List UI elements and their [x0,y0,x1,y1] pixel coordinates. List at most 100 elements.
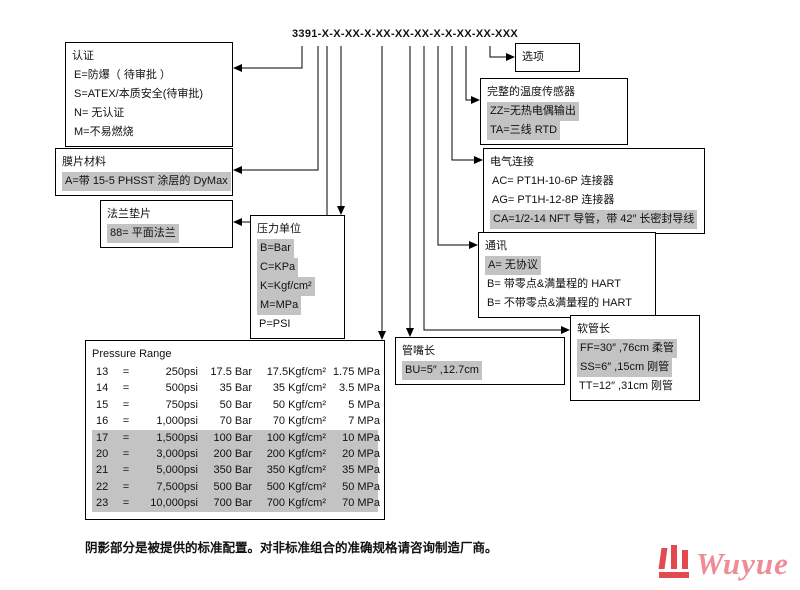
box-certification-title: 认证 [72,50,94,62]
connector-comm [437,46,470,246]
arrow-right-icon [506,53,515,61]
table-cell: = [122,497,130,510]
option-item: AC= PT1H-10-6P 连接器 [492,175,614,187]
table-cell: = [122,382,130,395]
arrow-right-icon [561,326,570,334]
connector-temp-sensor [465,46,472,101]
connector-options [489,46,507,58]
option-item: TT=12″ ,31cm 刚管 [579,380,674,392]
connector-flange [241,46,328,223]
box-communication-title: 通讯 [485,240,507,252]
option-item: BU=5″ ,12.7cm [402,361,482,380]
table-cell: = [122,464,130,477]
pressure-range-title: Pressure Range [92,348,172,360]
table-cell: 500 Kgf/cm² [266,480,326,493]
table-cell: 10 MPa [342,431,380,444]
table-cell: 35 Bar [219,382,252,395]
table-cell: 35 MPa [342,464,380,477]
table-cell: 700 Bar [213,497,252,510]
table-cell: 200 Kgf/cm² [266,448,326,461]
table-cell: 15 [96,398,109,411]
option-item: AG= PT1H-12-8P 连接器 [492,194,615,206]
table-cell: 13 [96,366,109,378]
arrow-down-icon [406,328,414,337]
option-item: K=Kgf/cm² [257,277,315,296]
pressure-range-rows: 13 = 250psi 17.5 Bar 17.5Kgf/cm² 1.75 MPa 14 = 5… [92,364,380,512]
connector-cert [241,46,303,69]
option-item: M=不易燃烧 [74,126,134,138]
option-item: 88= 平面法兰 [107,224,179,243]
table-cell: = [122,480,130,493]
option-item: A=带 15-5 PHSST 涂层的 DyMax [62,172,231,191]
table-cell: 1,000psi [156,415,198,428]
table-cell: 17.5Kgf/cm² [266,366,326,378]
table-cell: 21 [96,464,109,477]
table-cell: 23 [96,497,109,510]
footnote: 阴影部分是被提供的标准配置。对非标准组合的准确规格请咨询制造厂商。 [85,541,498,555]
arrow-down-icon [378,331,386,340]
table-cell: 10,000psi [150,497,198,510]
table-cell: = [122,366,130,378]
table-cell: 350 Bar [213,464,252,477]
table-cell: 1.75 MPa [332,366,380,378]
box-pressure-unit-title: 压力单位 [257,223,301,235]
table-cell: 5 MPa [348,398,380,411]
table-cell: = [122,448,130,461]
table-row: 22 = 7,500psi 500 Bar 500 Kgf/cm² 50 MPa [92,478,380,496]
box-nozzle-items: BU=5″ ,12.7cm [402,361,558,380]
arrow-right-icon [469,241,478,249]
arrow-down-icon [337,206,345,215]
table-cell: 50 Bar [219,398,252,411]
option-item: B=Bar [257,239,294,258]
option-item: P=PSI [259,318,291,330]
table-cell: 500 Bar [213,480,252,493]
option-item: B= 带零点&满量程的 HART [487,278,621,290]
table-cell: 700 Kgf/cm² [266,497,326,510]
table-cell: 3,000psi [156,448,198,461]
table-cell: 5,000psi [156,464,198,477]
table-row: 20 = 3,000psi 200 Bar 200 Kgf/cm² 20 MPa [92,446,380,463]
option-item: SS=6″ ,15cm 刚管 [577,358,673,377]
table-cell: 22 [96,480,109,493]
option-item: TA=三线 RTD [487,121,561,140]
table-cell: 200 Bar [213,448,252,461]
box-temperature-sensor-title: 完整的温度传感器 [487,86,575,98]
table-cell: 20 MPa [342,448,380,461]
connector-diaphragm [241,46,319,171]
option-item: FF=30″ ,76cm 柔管 [577,339,678,358]
table-cell: 250psi [165,366,198,378]
box-flange-gasket: 法兰垫片 88= 平面法兰 [100,200,233,248]
table-cell: 20 [96,448,109,461]
box-nozzle-length: 管嘴长 BU=5″ ,12.7cm [395,337,565,385]
table-cell: 350 Kgf/cm² [266,464,326,477]
table-cell: 16 [96,415,109,428]
option-item: ZZ=无热电偶输出 [487,102,579,121]
box-diaphragm-material: 膜片材料 A=带 15-5 PHSST 涂层的 DyMax [55,148,233,196]
table-cell: 50 MPa [342,480,380,493]
arrow-right-icon [474,156,483,164]
box-flange-items: 88= 平面法兰 [107,224,226,243]
table-cell: 14 [96,382,109,395]
table-cell: 7,500psi [156,480,198,493]
arrow-left-icon [233,64,242,72]
wuyue-logo-text: Wuyue [696,546,789,581]
wuyue-logo-icon [658,545,691,581]
table-cell: 17.5 Bar [210,366,252,378]
box-options-title: 选项 [522,51,544,63]
option-item: C=KPa [257,258,299,277]
